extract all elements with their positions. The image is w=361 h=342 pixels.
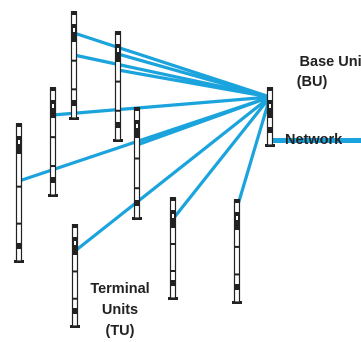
terminal-units-label-line2: Units xyxy=(102,302,138,318)
terminal-unit-pole-5 xyxy=(14,123,24,263)
wireless-link-8-1 xyxy=(73,95,272,253)
network-cable xyxy=(271,138,361,143)
base-unit-label-line2: (BU) xyxy=(297,74,328,90)
wireless-link-2-2 xyxy=(116,68,272,99)
wireless-link-6-1 xyxy=(171,95,272,221)
terminal-unit-pole-1 xyxy=(69,11,79,120)
wireless-links xyxy=(17,31,272,253)
terminal-unit-pole-7 xyxy=(232,199,242,304)
terminal-unit-pole-6 xyxy=(168,197,178,300)
terminal-unit-pole-2 xyxy=(113,31,123,142)
terminal-units-label-line3: (TU) xyxy=(106,323,135,339)
terminal-unit-poles xyxy=(14,11,242,328)
base-unit-label-line1: Base Unit xyxy=(300,54,361,70)
terminal-unit-pole-8 xyxy=(70,224,80,328)
wireless-link-7-1 xyxy=(235,95,272,210)
terminal-unit-pole-4 xyxy=(132,107,142,220)
base-unit-pole xyxy=(265,87,275,147)
wireless-link-3-1 xyxy=(51,95,272,117)
base-unit xyxy=(265,87,275,147)
terminal-unit-pole-3 xyxy=(48,87,58,197)
network-label: Network xyxy=(285,132,343,148)
wireless-link-5-1 xyxy=(17,95,272,183)
wireless-link-2-1 xyxy=(116,52,272,99)
terminal-units-label-line1: Terminal xyxy=(90,281,149,297)
